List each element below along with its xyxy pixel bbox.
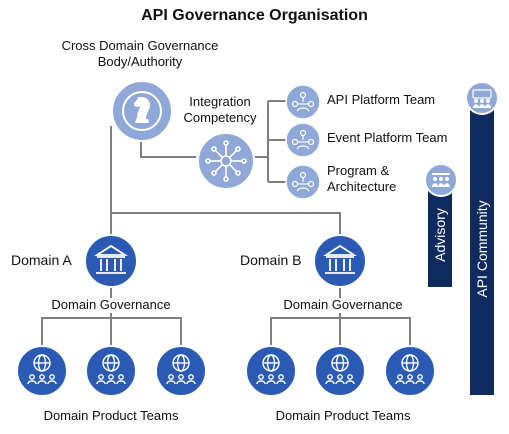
team-program-architecture-line1: Program &: [327, 163, 390, 178]
team-program-architecture-line2: Architecture: [327, 179, 397, 194]
globe-people-icon: [16, 345, 68, 397]
integration-label-line1: Integration: [189, 94, 251, 109]
bank-building-icon: [313, 234, 367, 288]
globe-people-icon: [245, 345, 297, 397]
team-program-architecture-label: Program & Architecture: [327, 163, 396, 195]
domain-b-product-teams-label: Domain Product Teams: [275, 408, 411, 423]
globe-people-icon: [384, 345, 436, 397]
people-network-icon: [285, 122, 321, 158]
people-network-icon: [285, 164, 321, 200]
globe-people-icon: [85, 345, 137, 397]
globe-people-icon: [314, 345, 366, 397]
cross-domain-label-line2: Body/Authority: [97, 54, 183, 69]
domain-a-name: Domain A: [11, 252, 72, 268]
bank-building-icon: [84, 234, 138, 288]
domain-a-product-teams-label: Domain Product Teams: [43, 408, 179, 423]
cross-domain-label: Cross Domain Governance Body/Authority: [30, 38, 250, 70]
api-community-label: API Community: [474, 200, 490, 298]
network-hub-icon: [197, 132, 255, 190]
team-api-platform-label: API Platform Team: [327, 92, 436, 107]
advisory-bar: [428, 183, 452, 287]
domain-b-governance: Domain Governance: [283, 297, 403, 312]
team-program-architecture: [285, 164, 321, 205]
api-community-bar: [470, 103, 494, 395]
cross-domain-label-line1: Cross Domain Governance: [61, 38, 219, 53]
team-event-platform-label: Event Platform Team: [327, 130, 448, 145]
domain-b-name: Domain B: [240, 252, 302, 268]
advisory-label: Advisory: [432, 208, 448, 262]
globe-people-icon: [155, 345, 207, 397]
advisory-people-icon: [424, 163, 458, 197]
community-people-icon: [465, 81, 499, 115]
team-event-platform: [285, 122, 321, 163]
team-api-platform: [285, 84, 321, 125]
diagram-title: API Governance Organisation: [141, 7, 368, 24]
domain-a-governance: Domain Governance: [51, 297, 171, 312]
integration-label-line2: Competency: [183, 110, 257, 125]
people-network-icon: [285, 84, 321, 120]
integration-label: Integration Competency: [180, 94, 260, 126]
chess-knight-icon: [111, 80, 173, 142]
